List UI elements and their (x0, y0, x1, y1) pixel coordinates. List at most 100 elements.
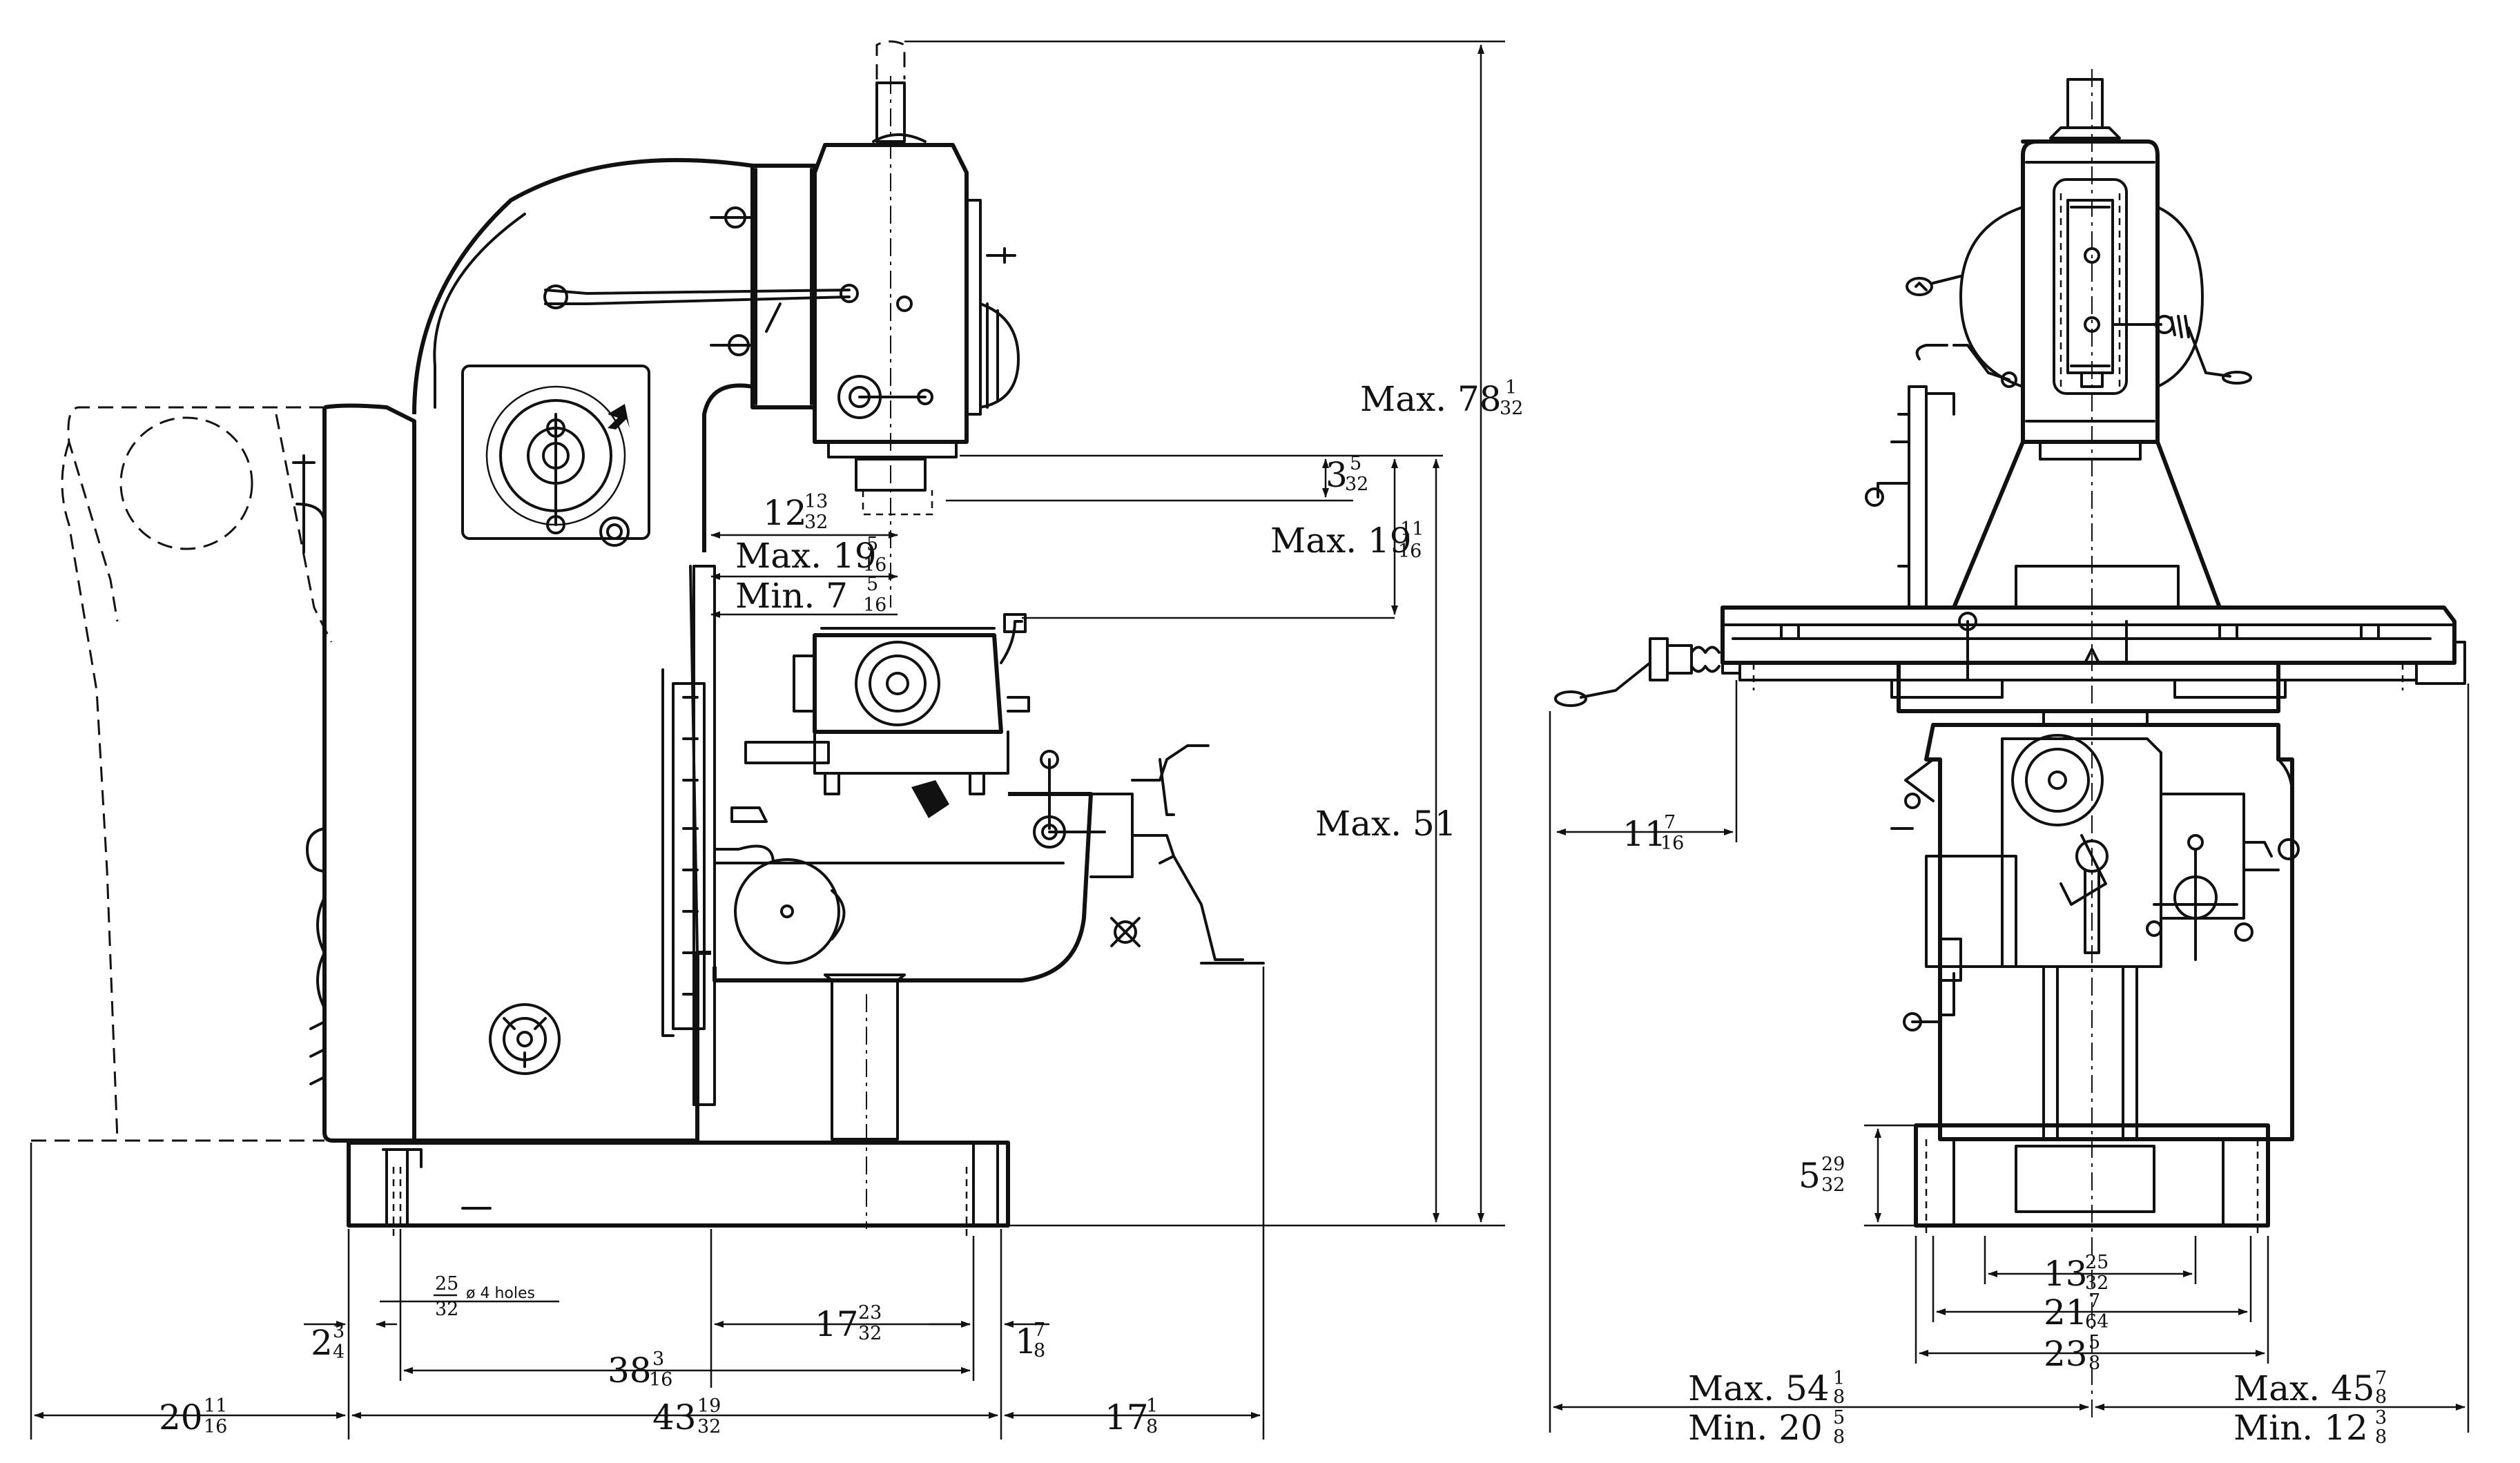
svg-text:3: 3 (1326, 455, 1348, 495)
svg-text:Max. 19: Max. 19 (735, 536, 877, 576)
svg-text:5: 5 (866, 534, 878, 555)
svg-text:32: 32 (858, 1323, 882, 1344)
svg-text:64: 64 (2085, 1311, 2109, 1333)
dim-17-mid: 17 23 32 (815, 1302, 882, 1344)
dim-3: 3 5 32 (1326, 453, 1368, 495)
svg-text:16: 16 (204, 1416, 227, 1437)
svg-text:11: 11 (1400, 519, 1424, 540)
milling-head (543, 40, 1020, 608)
hole-note: 25 32 ø 4 holes (434, 1273, 535, 1320)
front-dimensions (1549, 680, 2470, 1433)
svg-text:5: 5 (866, 574, 878, 595)
side-vertical-dimensions (904, 40, 1505, 1227)
svg-text:4: 4 (333, 1341, 345, 1363)
svg-text:5: 5 (1833, 1407, 1845, 1428)
svg-text:7: 7 (1664, 812, 1676, 833)
svg-text:3: 3 (333, 1321, 345, 1342)
dim-2-3-4: 2 3 4 (311, 1321, 345, 1363)
dim-43: 43 19 32 (652, 1395, 721, 1437)
svg-text:2: 2 (311, 1323, 333, 1363)
svg-text:Min. 20: Min. 20 (1688, 1408, 1823, 1448)
svg-text:3: 3 (652, 1348, 664, 1370)
svg-text:1: 1 (1146, 1395, 1158, 1417)
front-column (1865, 344, 2222, 609)
dim-11-7-16: 11 7 16 (1622, 812, 1684, 854)
svg-text:8: 8 (1034, 1340, 1045, 1362)
svg-text:25: 25 (2085, 1252, 2109, 1273)
svg-text:32: 32 (1821, 1174, 1845, 1196)
svg-text:23: 23 (858, 1302, 882, 1324)
dim-max-78: Max. 78 1 32 (1360, 377, 1523, 419)
svg-text:5: 5 (2088, 1332, 2100, 1353)
dim-min-7: Min. 7 5 16 (735, 574, 886, 616)
dim-min-20: Min. 20 5 8 (1688, 1407, 1845, 1448)
svg-text:19: 19 (697, 1395, 721, 1417)
svg-text:23: 23 (2044, 1334, 2088, 1374)
base (347, 1141, 1010, 1236)
svg-text:7: 7 (2088, 1290, 2100, 1312)
svg-text:17: 17 (1105, 1397, 1149, 1437)
dim-20-11-16: 20 11 16 (159, 1395, 227, 1437)
dim-12: 12 13 32 (763, 491, 828, 533)
svg-text:12: 12 (763, 493, 807, 533)
svg-text:17: 17 (815, 1304, 859, 1344)
svg-text:1: 1 (1833, 1368, 1845, 1389)
svg-text:8: 8 (2375, 1386, 2387, 1408)
overarm-dashed-outline (31, 406, 333, 1142)
svg-text:32: 32 (1500, 398, 1523, 419)
dim-23-5-8: 23 5 8 (2044, 1332, 2100, 1374)
dim-min-12: Min. 12 3 8 (2233, 1407, 2387, 1448)
svg-text:16: 16 (1660, 833, 1684, 854)
side-view (30, 40, 1505, 1440)
svg-text:32: 32 (2085, 1272, 2109, 1294)
dim-21-7-64: 21 7 64 (2044, 1290, 2109, 1333)
front-head (1906, 69, 2252, 1422)
svg-text:Max. 45: Max. 45 (2233, 1368, 2375, 1408)
svg-text:1: 1 (1505, 377, 1517, 398)
svg-text:21: 21 (2044, 1292, 2088, 1333)
dim-13-25-32: 13 25 32 (2044, 1252, 2109, 1294)
dim-17-bottom: 17 1 8 (1105, 1395, 1158, 1437)
dim-max-19-right: Max. 19 11 16 (1270, 519, 1424, 562)
svg-text:32: 32 (697, 1416, 721, 1437)
svg-text:3: 3 (2375, 1407, 2387, 1428)
lower-handwheel (489, 1003, 561, 1075)
svg-text:Max. 78: Max. 78 (1360, 379, 1502, 419)
svg-text:43: 43 (652, 1397, 697, 1437)
svg-text:32: 32 (804, 512, 828, 533)
svg-text:32: 32 (1345, 474, 1368, 495)
speed-dial (461, 365, 650, 547)
svg-text:38: 38 (608, 1350, 652, 1391)
dim-max-54: Max. 54 1 8 (1688, 1368, 1845, 1408)
svg-text:25: 25 (435, 1273, 458, 1295)
svg-text:1: 1 (1015, 1321, 1037, 1362)
knee-and-table (661, 565, 1265, 1229)
svg-text:Max. 19: Max. 19 (1270, 521, 1412, 561)
svg-text:8: 8 (2088, 1353, 2100, 1374)
svg-text:29: 29 (1821, 1154, 1845, 1175)
dim-max-45: Max. 45 7 8 (2233, 1368, 2387, 1408)
svg-text:5: 5 (1350, 453, 1361, 474)
front-table (1554, 605, 2466, 707)
svg-text:13: 13 (804, 491, 828, 512)
svg-text:13: 13 (2044, 1254, 2088, 1294)
svg-text:Max. 54: Max. 54 (1688, 1368, 1830, 1408)
svg-text:16: 16 (863, 554, 886, 576)
front-view (1549, 69, 2470, 1433)
svg-text:Max. 51: Max. 51 (1315, 804, 1457, 844)
svg-text:8: 8 (1146, 1416, 1158, 1437)
svg-text:32: 32 (435, 1299, 458, 1320)
svg-text:8: 8 (1833, 1386, 1845, 1408)
svg-text:7: 7 (1034, 1319, 1045, 1341)
svg-text:Min. 12: Min. 12 (2233, 1408, 2368, 1448)
svg-text:20: 20 (159, 1397, 203, 1437)
dim-5-29-32: 5 29 32 (1799, 1154, 1845, 1196)
svg-text:Min. 7: Min. 7 (735, 576, 848, 616)
svg-text:ø 4 holes: ø 4 holes (466, 1285, 535, 1302)
svg-text:8: 8 (2375, 1426, 2387, 1448)
dim-1-7-8: 1 7 8 (1015, 1319, 1045, 1362)
side-bottom-dimensions (30, 967, 1265, 1440)
svg-text:7: 7 (2375, 1368, 2387, 1389)
svg-text:11: 11 (1622, 814, 1667, 854)
